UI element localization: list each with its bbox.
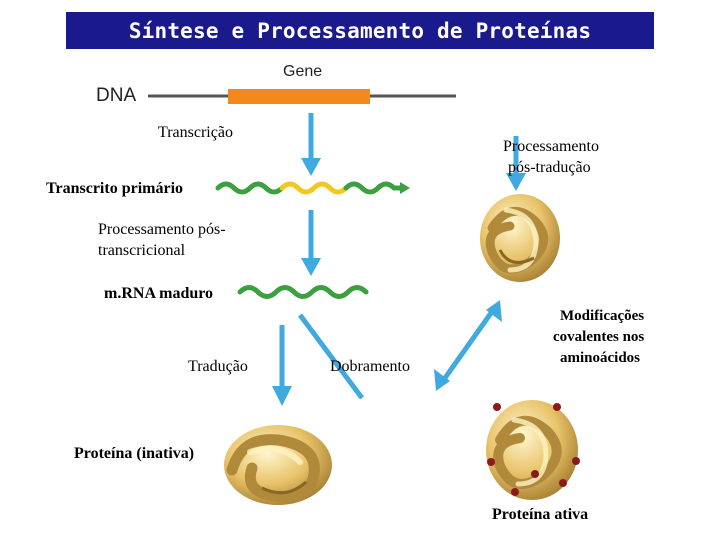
- modification-dot: [553, 403, 561, 411]
- dna-label: DNA: [96, 85, 137, 106]
- modification-dot: [493, 403, 501, 411]
- traducao-label: Tradução: [188, 358, 248, 375]
- modification-dot: [511, 488, 519, 496]
- proteina-inativa-label: Proteína (inativa): [74, 445, 195, 462]
- dobramento-label: Dobramento: [330, 358, 410, 375]
- transcrito-primario-label: Transcrito primário: [46, 180, 184, 197]
- modification-dot: [559, 479, 567, 487]
- arrow-dobramento: [297, 313, 365, 400]
- processamento-pos-traducao-label-2: pós-tradução: [508, 159, 591, 176]
- arrow-modificacoes: [434, 300, 502, 391]
- page-title: Síntese e Processamento de Proteínas: [128, 18, 592, 43]
- modification-dot: [487, 458, 495, 466]
- primary-transcript-wave: [215, 181, 410, 195]
- title-bar: Síntese e Processamento de Proteínas: [66, 12, 654, 49]
- modificacoes-label-1: Modificações: [560, 308, 645, 324]
- modificacoes-label-3: aminoácidos: [560, 350, 641, 366]
- modificacoes-label-2: covalentes nos: [553, 329, 645, 345]
- gene-box: [228, 89, 370, 104]
- protein-processed-image: [480, 194, 560, 282]
- arrow-traducao: [272, 325, 292, 406]
- mature-mrna-wave: [237, 285, 369, 299]
- protein-active-image: [486, 400, 578, 500]
- modification-dot: [572, 457, 580, 465]
- modification-dot: [531, 470, 539, 478]
- gene-label: Gene: [283, 63, 323, 80]
- processamento-pos-transcricional-label-1: Processamento pós-: [98, 221, 226, 238]
- processamento-pos-transcricional-label-2: transcricional: [98, 242, 186, 259]
- arrow-transcricao: [301, 113, 321, 176]
- modification-dots: [487, 403, 580, 496]
- protein-inactive-image: [224, 425, 332, 505]
- proteina-ativa-label: Proteína ativa: [492, 506, 589, 523]
- arrow-processamento-pos-transcricional: [301, 210, 321, 276]
- arrow-processamento-pos-traducao: [506, 136, 526, 191]
- mrna-maduro-label: m.RNA maduro: [104, 285, 214, 302]
- transcricao-label: Transcrição: [158, 124, 233, 141]
- processamento-pos-traducao-label-1: Processamento: [503, 138, 599, 155]
